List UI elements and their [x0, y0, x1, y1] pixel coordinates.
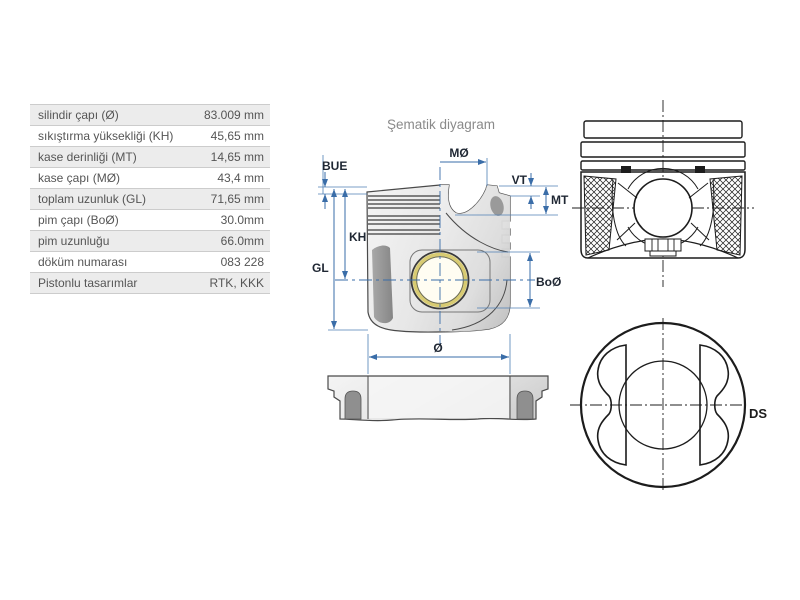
spec-value: RTK, KKK: [178, 272, 270, 294]
dim-label-kh: KH: [349, 230, 366, 244]
spec-value: 45,65 mm: [178, 125, 270, 147]
ring-clip-left: [621, 166, 631, 173]
piston-crown-view-drawing: DS: [570, 318, 767, 492]
oil-gallery-section: [490, 196, 504, 216]
spec-label: toplam uzunluk (GL): [30, 188, 178, 210]
piston-spec-table: silindir çapı (Ø) 83.009 mm sıkıştırma y…: [30, 104, 270, 294]
piston-crown-circle: [579, 321, 747, 489]
spec-label: pim uzunluğu: [30, 230, 178, 252]
spec-value: 66.0mm: [178, 230, 270, 252]
inner-bracket-right: [699, 179, 715, 247]
spec-label: döküm numarası: [30, 251, 178, 273]
coolant-slot-left: [344, 390, 362, 420]
dimension-lines: [318, 155, 558, 374]
spec-label: sıkıştırma yüksekliği (KH): [30, 125, 178, 147]
ring-belt: [580, 120, 746, 171]
spec-value: 083 228: [178, 251, 270, 273]
boss-curve: [451, 279, 508, 331]
hatched-panel-right: [709, 175, 743, 256]
piston-side-schematic: [335, 167, 535, 345]
dim-label-dia: Ø: [433, 341, 442, 355]
rod-clamp: [644, 238, 682, 257]
dim-label-mt: MT: [551, 193, 569, 207]
table-row: silindir çapı (Ø) 83.009 mm: [30, 104, 270, 126]
diagram-title: Şematik diyagram: [387, 117, 495, 132]
table-row: pim çapı (BoØ) 30.0mm: [30, 209, 270, 231]
pin-bore-circle: [633, 178, 693, 238]
valve-pocket-left: [596, 344, 627, 466]
table-row: kase derinliği (MT) 14,65 mm: [30, 146, 270, 168]
skirt-shading: [372, 245, 393, 324]
dim-label-bue: BUE: [322, 159, 347, 173]
cylinder-section-schematic: [327, 375, 549, 422]
hatched-panel-left: [583, 175, 617, 256]
strut-lines: [616, 182, 710, 241]
boss-arc-top: [627, 167, 699, 190]
spec-value: 83.009 mm: [178, 104, 270, 126]
spec-table-body: silindir çapı (Ø) 83.009 mm sıkıştırma y…: [30, 104, 270, 294]
bowl-contour: [445, 212, 509, 253]
cylinder-bore: [369, 377, 509, 418]
spec-value: 71,65 mm: [178, 188, 270, 210]
ring-grooves: [368, 195, 440, 235]
dim-label-mo: MØ: [449, 146, 468, 160]
spec-label: silindir çapı (Ø): [30, 104, 178, 126]
inner-bracket-left: [611, 179, 627, 247]
pin-boss-outline: [409, 249, 491, 313]
table-row: kase çapı (MØ) 43,4 mm: [30, 167, 270, 189]
piston-cross-section-drawing: [572, 100, 754, 287]
spec-label: kase derinliği (MT): [30, 146, 178, 168]
dim-label-vt: VT: [512, 173, 528, 187]
spec-value: 30.0mm: [178, 209, 270, 231]
dim-label-bo: BoØ: [536, 275, 561, 289]
spec-value: 14,65 mm: [178, 146, 270, 168]
dim-label-gl: GL: [312, 261, 329, 275]
spec-label: kase çapı (MØ): [30, 167, 178, 189]
valve-pocket-right: [699, 344, 730, 466]
spec-label: pim çapı (BoØ): [30, 209, 178, 231]
coolant-slot-right: [516, 390, 534, 420]
spec-value: 43,4 mm: [178, 167, 270, 189]
table-row: sıkıştırma yüksekliği (KH) 45,65 mm: [30, 125, 270, 147]
table-row: toplam uzunluk (GL) 71,65 mm: [30, 188, 270, 210]
table-row: döküm numarası 083 228: [30, 251, 270, 273]
main-schematic: Şematik diyagram: [312, 117, 569, 422]
dim-label-ds: DS: [749, 406, 767, 421]
table-row: Pistonlu tasarımlar RTK, KKK: [30, 272, 270, 294]
table-row: pim uzunluğu 66.0mm: [30, 230, 270, 252]
combustion-bowl-circle: [618, 360, 708, 450]
spec-label: Pistonlu tasarımlar: [30, 272, 178, 294]
ring-clip-right: [695, 166, 705, 173]
